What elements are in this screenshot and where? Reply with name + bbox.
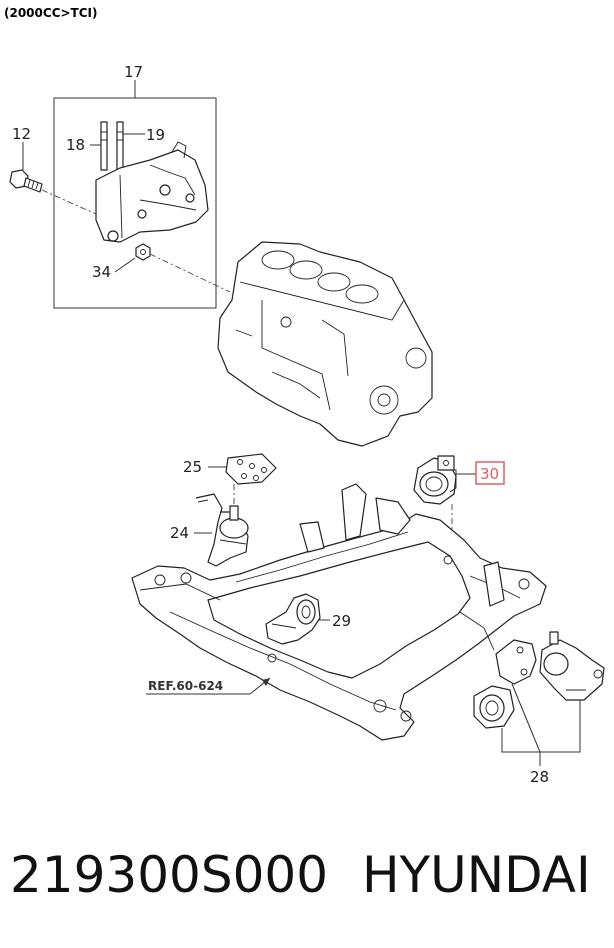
- callout-28: 28: [530, 768, 549, 786]
- reference-arrow: REF.60-624: [146, 677, 271, 695]
- engine-mount-24: 24: [170, 493, 249, 567]
- callout-24: 24: [170, 524, 189, 542]
- engine-spec-header: (2000CC>TCI): [4, 6, 98, 20]
- bolt-12: 12: [9, 125, 43, 193]
- rear-mount-29: 29: [265, 593, 351, 645]
- callout-34: 34: [92, 263, 111, 281]
- callout-17: 17: [124, 63, 143, 81]
- callout-18: 18: [66, 136, 85, 154]
- engine-block: [217, 241, 433, 447]
- stud-bolts: [100, 121, 124, 171]
- mount-plate-25: 25: [183, 453, 277, 506]
- mount-bushing-30: 30: [413, 455, 505, 530]
- nut: [135, 243, 151, 261]
- part-number: 219300S000: [10, 846, 328, 904]
- callout-30-highlight-box: [475, 461, 505, 485]
- callout-19: 19: [146, 126, 165, 144]
- engine-mount-bracket: [95, 141, 209, 243]
- callout-30: 30: [480, 465, 499, 483]
- callout-29: 29: [332, 612, 351, 630]
- ref-label: REF.60-624: [148, 679, 223, 693]
- leader-bracket-to-engine: [149, 253, 231, 293]
- callout-25: 25: [183, 458, 202, 476]
- brand-name: HYUNDAI: [362, 846, 591, 904]
- group-17-bracket-assembly: 17 18 19 34: [53, 63, 217, 309]
- callout-12: 12: [12, 125, 31, 143]
- leader-bolt-to-bracket: [41, 189, 97, 215]
- front-subframe: [131, 483, 547, 741]
- mount-assembly-28: 28: [473, 631, 605, 786]
